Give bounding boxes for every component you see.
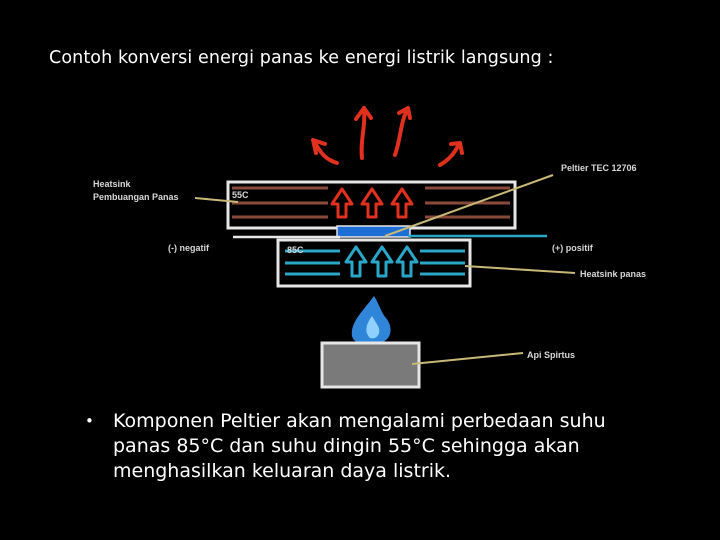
label-negative: (-) negatif [168, 243, 210, 253]
burner-body [320, 341, 421, 389]
heat-waves [311, 106, 464, 167]
slide-title: Contoh konversi energi panas ke energi l… [49, 48, 554, 68]
label-heatsink-line1: Heatsink [93, 179, 132, 189]
leader-burner [411, 352, 524, 365]
heat-wave-left [311, 138, 339, 165]
label-peltier: Peltier TEC 12706 [561, 163, 637, 173]
leader-lines [194, 174, 576, 365]
label-heatsink-line2: Pembuangan Panas [93, 192, 179, 202]
heat-arrow-2 [360, 187, 384, 219]
label-positive: (+) positif [552, 243, 594, 253]
flow-arrow-2 [370, 245, 394, 278]
bullet-point: • Komponen Peltier akan mengalami perbed… [85, 409, 645, 484]
heat-arrows-top [330, 187, 414, 219]
flame-core [366, 316, 380, 339]
heat-arrow-3 [390, 187, 414, 219]
heat-arrow-1 [330, 187, 354, 219]
flow-arrow-1 [344, 245, 368, 278]
heatsink-bottom-fins [285, 249, 465, 276]
leader-peltier [384, 174, 554, 237]
heat-wave-right [438, 141, 464, 167]
label-temp-cold: 55C [232, 190, 249, 200]
label-temp-hot: 85C [287, 245, 304, 255]
label-heatsink-hot: Heatsink panas [580, 269, 646, 279]
flow-arrow-3 [395, 245, 419, 278]
leader-heatsink-hot [464, 265, 576, 274]
bullet-icon: • [85, 412, 94, 430]
leader-heatsink [194, 197, 239, 203]
peltier-module [336, 225, 411, 238]
bullet-text: Komponen Peltier akan mengalami perbedaa… [113, 410, 606, 482]
heat-wave-center-right [393, 106, 412, 157]
label-burner: Api Spirtus [527, 350, 575, 360]
heatsink-bottom-frame [276, 238, 472, 288]
heat-wave-center-left [354, 106, 373, 160]
heat-arrows-bottom [344, 245, 419, 278]
